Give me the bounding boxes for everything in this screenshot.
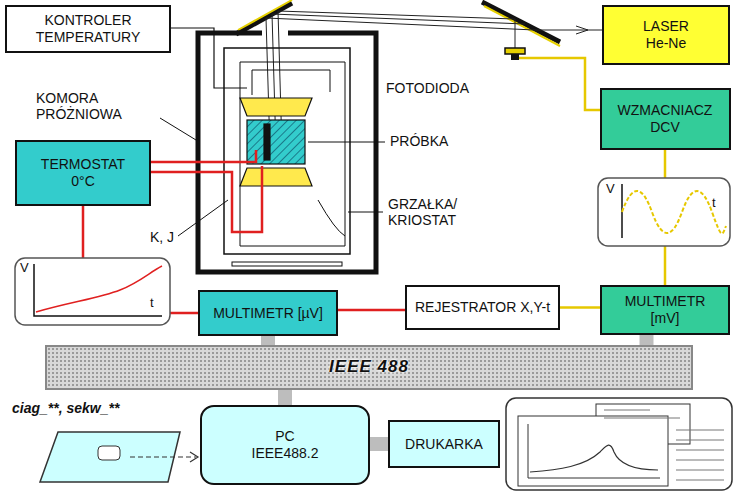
box-label: KONTROLER TEMPERATURY [13, 12, 163, 46]
part-label: PRÓBKA [390, 133, 448, 149]
part-label: K, J [150, 229, 174, 245]
axis-label: V [20, 261, 29, 276]
controller-box: KONTROLER TEMPERATURY [5, 5, 171, 53]
bus-connector [640, 335, 654, 345]
photodiode-symbol [505, 48, 600, 110]
thermocouple-wire [151, 150, 262, 232]
box-label: WZMACNIACZ DCV [608, 102, 723, 136]
controller-wire [171, 28, 247, 88]
part-label: GRZAŁKA/ KRIOSTAT [388, 196, 473, 228]
box-label: MULTIMETR [µV] [213, 305, 323, 322]
vacuum-chamber [198, 33, 376, 272]
box-label: MULTIMETR [mV] [610, 293, 720, 327]
leader-line [160, 118, 385, 236]
multimeter-box: MULTIMETR [µV] [198, 290, 338, 336]
axis-label: t [150, 296, 154, 311]
bus-band: IEEE 488 [45, 345, 693, 390]
box-label: DRUKARKA [405, 436, 483, 453]
signal-wire [560, 306, 600, 309]
multimeter-box: MULTIMETR [mV] [600, 285, 730, 335]
bus-connector [370, 437, 388, 451]
signal-graph [598, 178, 730, 246]
box-label: REJESTRATOR X,Y-t [415, 299, 550, 316]
laser-box: LASER He-Ne [602, 5, 730, 65]
voltage-graph [15, 258, 170, 325]
box-label: TERMOSTAT 0°C [33, 156, 133, 190]
recorder-box: REJESTRATOR X,Y-t [405, 285, 560, 330]
mirror [236, 0, 560, 46]
bus-label: IEEE 488 [329, 357, 409, 377]
part-label: KOMORA PRÓŻNIOWA [36, 90, 161, 122]
printout [506, 398, 732, 490]
part-label: FOTODIODA [386, 80, 469, 96]
computer-box: PC IEEE488.2 [200, 405, 370, 485]
floppy-disk [40, 432, 198, 482]
axis-label: t [712, 196, 716, 211]
bus-connector [278, 390, 292, 405]
amplifier-box: WZMACNIACZ DCV [600, 88, 731, 150]
box-label: LASER He-Ne [631, 18, 701, 52]
box-label: PC IEEE488.2 [245, 428, 325, 462]
printer-box: DRUKARKA [388, 420, 500, 468]
file-name-label: ciag_**, sekw_** [12, 400, 119, 416]
sample [240, 98, 312, 186]
signal-wire [338, 309, 405, 312]
axis-label: V [606, 182, 615, 197]
thermostat-box: TERMOSTAT 0°C [15, 140, 151, 206]
bus-connector [261, 336, 275, 345]
